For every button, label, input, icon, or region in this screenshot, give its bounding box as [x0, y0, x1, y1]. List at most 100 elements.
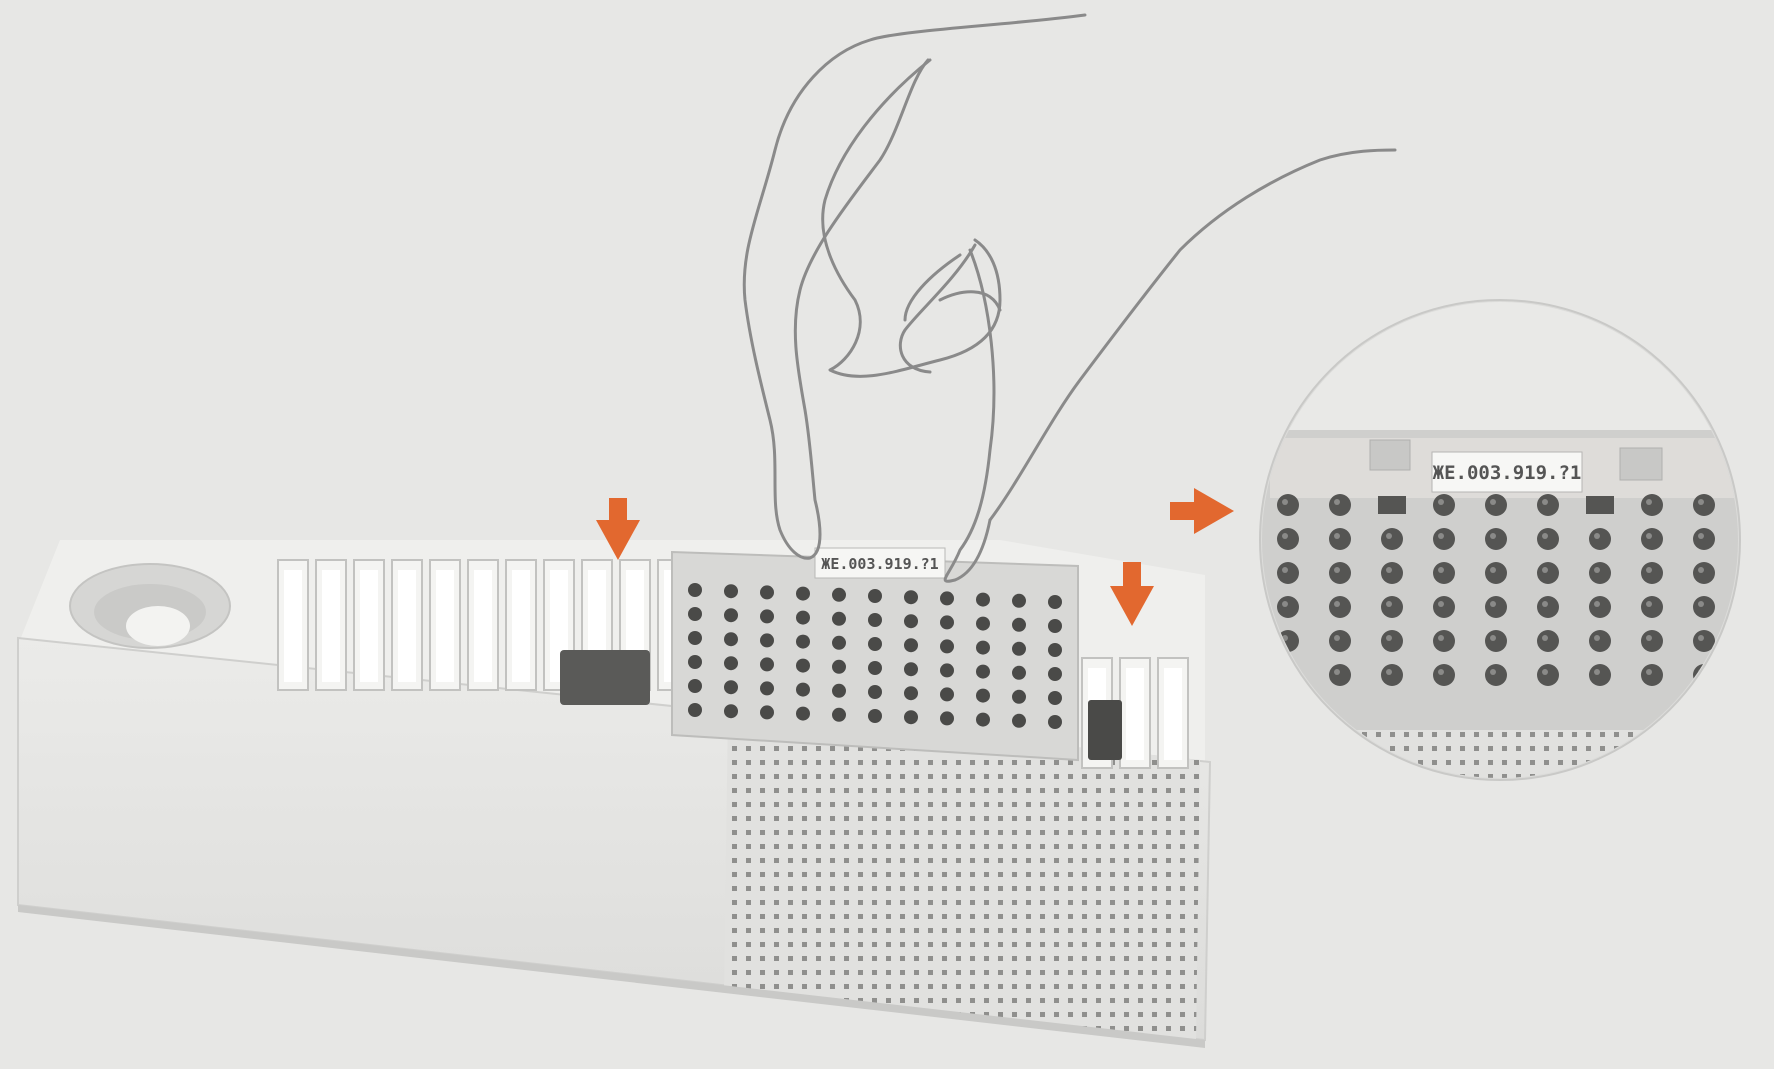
- zoom-hole-highlight: [1542, 669, 1548, 675]
- zoom-hole-highlight: [1490, 567, 1496, 573]
- zoom-hole-highlight: [1282, 533, 1288, 539]
- zoom-terminal-hole: [1537, 528, 1559, 550]
- zoom-terminal-hole: [1485, 494, 1507, 516]
- zoom-terminal-hole: [1485, 528, 1507, 550]
- terminal-hole: [904, 686, 918, 700]
- zoom-hole-highlight: [1646, 533, 1652, 539]
- zoom-hole-highlight: [1594, 567, 1600, 573]
- terminal-module: ЖЕ.003.919.?1: [672, 548, 1078, 760]
- zoom-terminal-hole: [1277, 562, 1299, 584]
- zoom-terminal-hole: [1589, 562, 1611, 584]
- slot: [278, 560, 308, 690]
- terminal-hole: [688, 679, 702, 693]
- zoom-terminal-hole: [1433, 630, 1455, 652]
- terminal-hole: [760, 705, 774, 719]
- terminal-hole: [796, 635, 810, 649]
- zoom-hole-highlight: [1594, 601, 1600, 607]
- slot: [392, 560, 422, 690]
- zoom-hole-highlight: [1386, 635, 1392, 641]
- zoom-top-surface: [1260, 300, 1740, 430]
- zoom-hole-highlight: [1542, 499, 1548, 505]
- zoom-terminal-slot: [1378, 496, 1406, 514]
- terminal-hole: [940, 711, 954, 725]
- zoom-hole-highlight: [1438, 601, 1444, 607]
- zoom-terminal-hole: [1277, 596, 1299, 618]
- zoom-hole-highlight: [1542, 533, 1548, 539]
- round-button: [70, 564, 230, 648]
- zoom-terminal-hole: [1589, 528, 1611, 550]
- zoom-hole-highlight: [1490, 669, 1496, 675]
- zoom-hole-highlight: [1490, 499, 1496, 505]
- zoom-hole-highlight: [1386, 533, 1392, 539]
- terminal-hole: [724, 632, 738, 646]
- zoom-hole-highlight: [1594, 533, 1600, 539]
- zoom-hole-highlight: [1698, 601, 1704, 607]
- module-body: [672, 552, 1078, 760]
- terminal-hole: [904, 614, 918, 628]
- terminal-hole: [760, 681, 774, 695]
- terminal-hole: [760, 657, 774, 671]
- terminal-hole: [904, 662, 918, 676]
- terminal-hole: [940, 687, 954, 701]
- zoom-hole-highlight: [1646, 601, 1652, 607]
- zoom-hole-highlight: [1594, 669, 1600, 675]
- zoom-hole-highlight: [1438, 635, 1444, 641]
- zoom-hole-highlight: [1646, 635, 1652, 641]
- terminal-hole: [1048, 595, 1062, 609]
- zoom-hole-highlight: [1386, 669, 1392, 675]
- zoom-hole-highlight: [1646, 567, 1652, 573]
- zoom-hole-highlight: [1698, 635, 1704, 641]
- terminal-hole: [688, 703, 702, 717]
- zoom-hole-highlight: [1386, 567, 1392, 573]
- zoom-hole-highlight: [1334, 533, 1340, 539]
- terminal-hole: [940, 639, 954, 653]
- zoom-terminal-hole: [1537, 596, 1559, 618]
- zoom-terminal-hole: [1381, 664, 1403, 686]
- slot: [354, 560, 384, 690]
- zoom-hole-highlight: [1698, 567, 1704, 573]
- zoom-terminal-hole: [1537, 664, 1559, 686]
- terminal-hole: [940, 591, 954, 605]
- terminal-hole: [868, 661, 882, 675]
- zoom-terminal-hole: [1329, 664, 1351, 686]
- terminal-hole: [796, 659, 810, 673]
- zoom-terminal-hole: [1277, 528, 1299, 550]
- zoom-hole-highlight: [1438, 567, 1444, 573]
- zoom-label: ЖЕ.003.919.?1: [1433, 462, 1582, 484]
- terminal-hole: [796, 587, 810, 601]
- zoom-terminal-hole: [1381, 596, 1403, 618]
- zoom-hole-highlight: [1438, 533, 1444, 539]
- zoom-hole-highlight: [1334, 635, 1340, 641]
- zoom-hole-highlight: [1282, 499, 1288, 505]
- zoom-hole-highlight: [1490, 533, 1496, 539]
- terminal-hole: [1012, 642, 1026, 656]
- terminal-hole: [832, 684, 846, 698]
- zoom-terminal-hole: [1329, 596, 1351, 618]
- terminal-hole: [724, 680, 738, 694]
- zoom-terminal-hole: [1589, 596, 1611, 618]
- terminal-hole: [832, 588, 846, 602]
- terminal-hole: [832, 660, 846, 674]
- terminal-hole: [688, 607, 702, 621]
- zoom-terminal-hole: [1641, 664, 1663, 686]
- zoom-terminal-hole: [1537, 494, 1559, 516]
- slot: [430, 560, 460, 690]
- zoom-clip-left: [1370, 440, 1410, 470]
- zoom-terminal-hole: [1693, 596, 1715, 618]
- zoom-terminal-hole: [1329, 528, 1351, 550]
- terminal-hole: [688, 583, 702, 597]
- zoom-hole-highlight: [1542, 601, 1548, 607]
- zoom-hole-highlight: [1282, 669, 1288, 675]
- zoom-hole-highlight: [1698, 533, 1704, 539]
- zoom-terminal-hole: [1485, 596, 1507, 618]
- zoom-terminal-hole: [1329, 630, 1351, 652]
- terminal-hole: [796, 611, 810, 625]
- zoom-hole-highlight: [1698, 499, 1704, 505]
- terminal-hole: [1012, 618, 1026, 632]
- zoom-terminal-hole: [1485, 562, 1507, 584]
- zoom-hole-highlight: [1334, 499, 1340, 505]
- inserted-block-right: [1088, 700, 1122, 760]
- terminal-hole: [724, 584, 738, 598]
- terminal-hole: [904, 710, 918, 724]
